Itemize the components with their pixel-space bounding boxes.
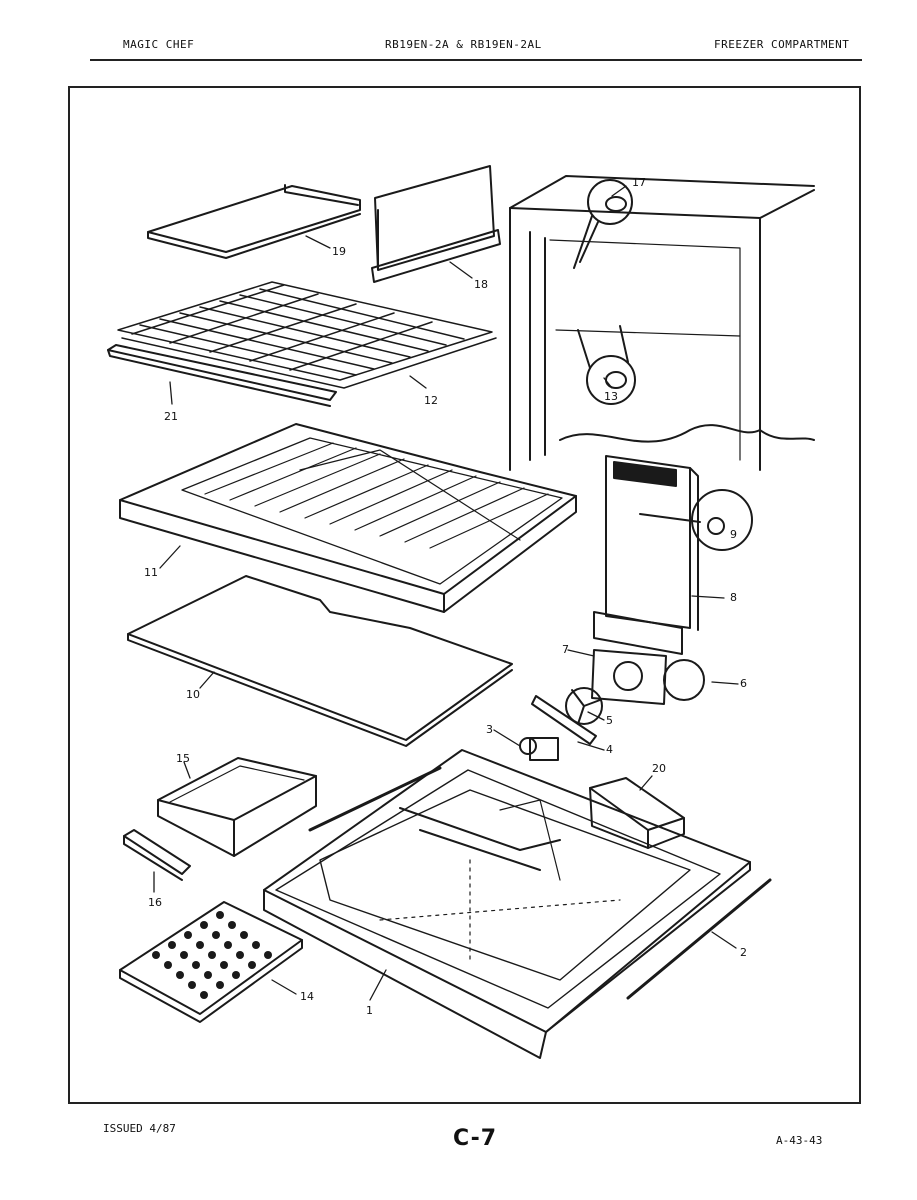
brand-label: MAGIC CHEF: [123, 38, 195, 51]
callout-5: 5: [606, 714, 613, 727]
header-rule: [90, 59, 862, 61]
callout-3: 3: [486, 723, 493, 736]
part-18-panel: [371, 165, 501, 283]
part-19-shelf: [147, 184, 361, 259]
part-20-cover: [589, 777, 685, 849]
callout-8: 8: [730, 591, 737, 604]
callout-13: 13: [604, 390, 618, 403]
callout-20: 20: [652, 762, 666, 775]
issued-date: ISSUED 4/87: [103, 1122, 176, 1135]
part-8-duct: [593, 455, 753, 655]
callout-6: 6: [740, 677, 747, 690]
callout-7: 7: [562, 643, 569, 656]
callout-9: 9: [730, 528, 737, 541]
model-numbers: RB19EN-2A & RB19EN-2AL: [385, 38, 542, 51]
callout-1: 1: [366, 1004, 373, 1017]
part-16-handle: [123, 829, 191, 881]
part-15-tray: [157, 757, 317, 857]
part-5-fan-blade: [565, 687, 603, 725]
callout-17: 17: [632, 176, 646, 189]
part-10-panel: [127, 575, 513, 747]
callout-16: 16: [148, 896, 162, 909]
document-code: A-43-43: [776, 1134, 823, 1147]
part-11-freezer-shelf: [119, 423, 577, 613]
part-12-wire-shelf: [117, 281, 497, 389]
callout-4: 4: [606, 743, 613, 756]
part-21-rail: [107, 344, 337, 407]
callout-2: 2: [740, 946, 747, 959]
callout-21: 21: [164, 410, 178, 423]
part-7-bracket: [591, 649, 705, 705]
callout-14: 14: [300, 990, 314, 1003]
callout-19: 19: [332, 245, 346, 258]
callout-11: 11: [144, 566, 158, 579]
callout-15: 15: [176, 752, 190, 765]
section-title: FREEZER COMPARTMENT: [714, 38, 850, 51]
part-14-ice-tray: [119, 901, 303, 1023]
callout-10: 10: [186, 688, 200, 701]
diagram-frame: [68, 86, 861, 1104]
leader-lines: [153, 185, 739, 1001]
page-number: C-7: [453, 1126, 498, 1151]
callout-18: 18: [474, 278, 488, 291]
callout-12: 12: [424, 394, 438, 407]
part-1-floor-pan: [263, 749, 772, 1059]
